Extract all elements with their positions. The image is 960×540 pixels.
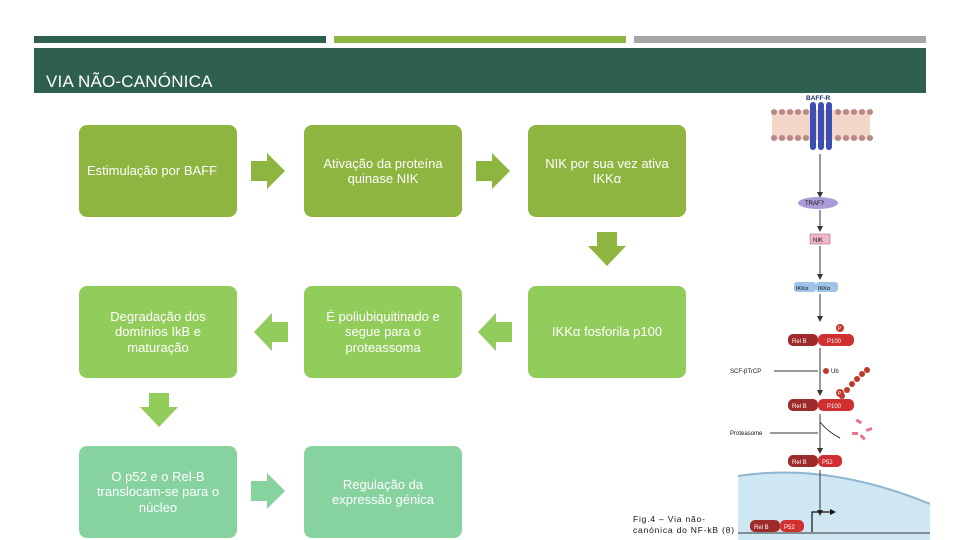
figure-label: Rel B — [792, 460, 807, 466]
top-bar-1 — [34, 36, 326, 43]
step-box-gene-regulation: Regulação da expressão génica — [304, 446, 462, 538]
step-box-translocation: O p52 e o Rel-B translocam-se para o núc… — [79, 446, 237, 538]
step-box-nik-activation: Ativação da proteína quinase NIK — [304, 125, 462, 217]
arrow-down-icon — [588, 232, 626, 266]
step-box-baff: Estimulação por BAFF — [79, 125, 237, 217]
arrow-left-icon — [478, 313, 512, 351]
top-bar-2 — [334, 36, 626, 43]
step-box-ikk-phosphorylates: IKKα fosforila p100 — [528, 286, 686, 378]
figure-label: IKKα — [818, 286, 831, 292]
baff-receptor — [810, 102, 832, 150]
arrow-right-icon — [476, 153, 510, 189]
figure-label: P100 — [827, 404, 842, 410]
figure-label: Rel B — [754, 525, 769, 531]
arrow-down-icon — [140, 393, 178, 427]
figure-label: P — [838, 391, 842, 397]
figure-caption: Fig.4 – Via não-canónica do NF-kB (8) — [633, 514, 735, 535]
figure-label: IKKα — [796, 286, 809, 292]
step-box-degradation: Degradação dos domínios IkB e maturação — [79, 286, 237, 378]
figure-label: BAFF-R — [806, 95, 830, 102]
figure-label: Rel B — [792, 339, 807, 345]
top-bar-3 — [634, 36, 926, 43]
figure-label: P — [838, 326, 842, 332]
nfkb-pathway-figure: BAFF-R TRAF? NIK IKKα IKKα P Rel B P100 … — [730, 95, 930, 540]
arrow-right-icon — [251, 473, 285, 509]
title-banner: VIA NÃO-CANÓNICA — [34, 48, 926, 93]
figure-label: Rel B — [792, 404, 807, 410]
step-box-nik-activates-ikk: NIK por sua vez ativa IKKα — [528, 125, 686, 217]
figure-label: P100 — [827, 339, 842, 345]
arrow-right-icon — [251, 153, 285, 189]
figure-label: SCF-βTrCP — [730, 369, 761, 375]
figure-label: NIK — [813, 238, 823, 244]
figure-label: Ub — [831, 369, 839, 375]
figure-label: Proteasome — [730, 431, 763, 437]
figure-label: P52 — [784, 525, 795, 531]
figure-label: TRAF? — [805, 201, 825, 207]
figure-label: P52 — [822, 460, 833, 466]
arrow-left-icon — [254, 313, 288, 351]
step-box-polyubiquitination: É poliubiquitinado e segue para o protea… — [304, 286, 462, 378]
page-title: VIA NÃO-CANÓNICA — [46, 72, 213, 91]
